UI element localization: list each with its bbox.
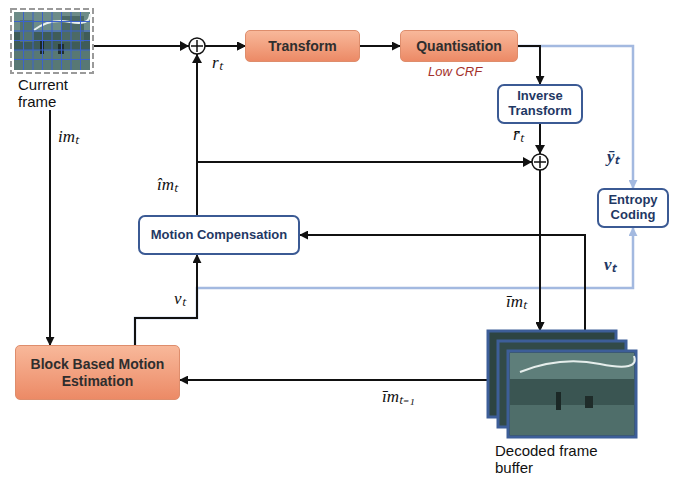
decoded-frames-picture — [488, 331, 636, 437]
node-text: Decoded frame buffer — [487, 442, 639, 476]
signal-label: vₜ — [174, 290, 186, 309]
sum-junction — [523, 145, 548, 170]
signal-label: īmₜ₋₁ — [382, 388, 415, 407]
sum-junction — [180, 38, 205, 63]
signal-label: rₜ — [212, 54, 223, 73]
annotation-note: Low CRF — [428, 65, 482, 79]
node-text: Inverse Transform — [504, 89, 576, 119]
process-box: Inverse Transform — [497, 84, 583, 124]
process-box: Motion Compensation — [138, 215, 300, 255]
signal-label: r̄ₜ — [513, 126, 524, 145]
signal-label: ȳₜ — [607, 148, 619, 167]
signal-arrow — [360, 45, 400, 47]
signal-arrow — [197, 46, 245, 215]
node-text: Quantisation — [416, 38, 502, 54]
signal-label: îmₜ — [157, 176, 178, 195]
process-box: Transform — [245, 30, 360, 62]
process-box: Quantisation — [400, 30, 518, 62]
image-frame: Decoded frame buffer — [487, 330, 639, 476]
image-frame: Current frame — [10, 8, 94, 110]
signal-arrow — [49, 110, 51, 345]
signal-arrow — [135, 255, 197, 345]
node-text: Motion Compensation — [151, 228, 288, 243]
node-text: Current frame — [10, 76, 94, 110]
signal-label: imₜ — [58, 128, 79, 147]
current-frame-picture — [11, 9, 93, 73]
node-text: Transform — [268, 38, 336, 54]
process-box: Entropy Coding — [597, 188, 669, 228]
signal-arrow — [518, 46, 540, 84]
signal-label: īmₜ — [506, 293, 527, 312]
signal-arrow — [300, 235, 585, 330]
process-box: Block Based Motion Estimation — [15, 345, 180, 400]
node-text: Block Based Motion Estimation — [28, 356, 167, 388]
node-text: Entropy Coding — [604, 193, 662, 223]
signal-label: vₜ — [604, 256, 616, 275]
signal-arrow — [180, 379, 487, 381]
